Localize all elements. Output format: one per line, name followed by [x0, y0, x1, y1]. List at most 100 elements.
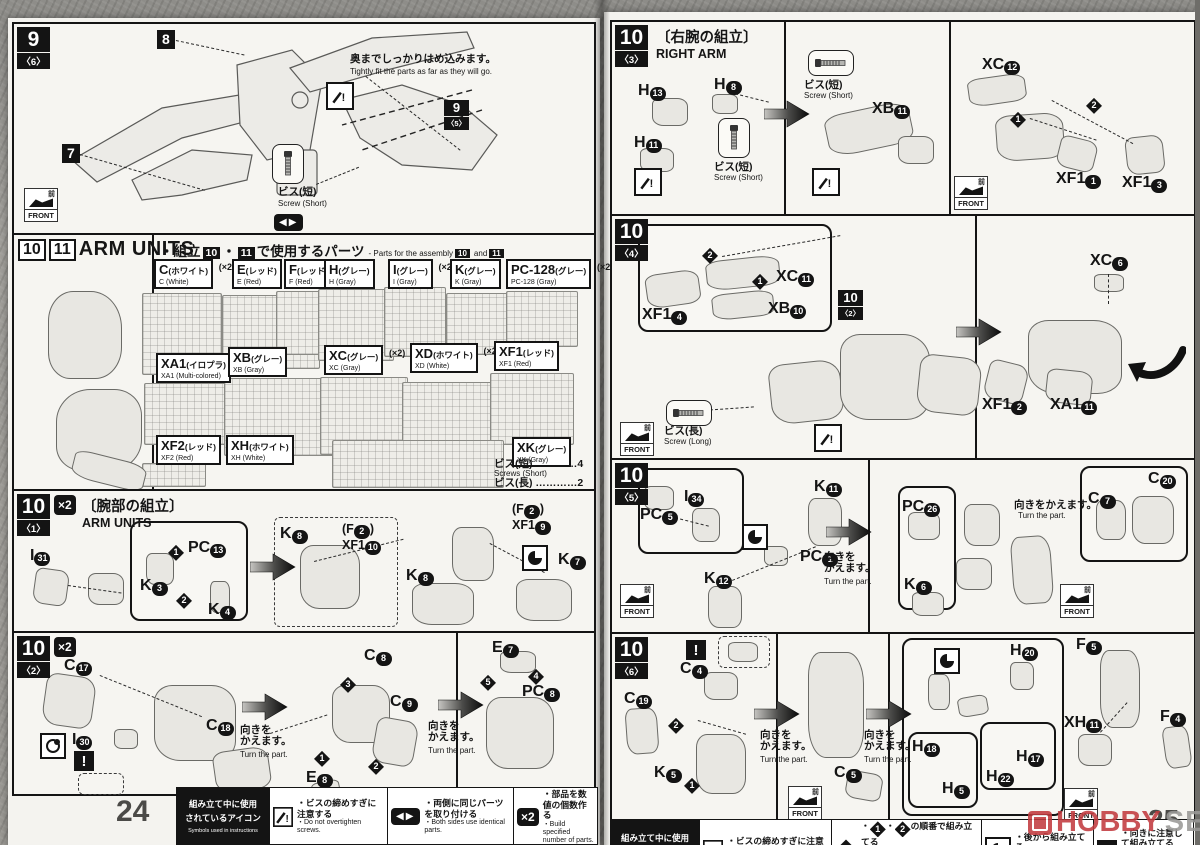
- runner-label-XA1: XA1(イロプラ)XA1 (Multi-colored): [156, 353, 231, 384]
- part-number-circle: 3: [151, 581, 168, 596]
- part-number-circle: 4: [219, 605, 236, 620]
- part-label: Turn the part.: [1018, 511, 1066, 520]
- part-illustration: [1132, 496, 1174, 544]
- part-number-circle: 8: [417, 571, 434, 586]
- inline-step-badge: 10: [202, 247, 221, 259]
- section-divider: [949, 22, 951, 215]
- screw-long-icon: [808, 50, 854, 76]
- screw-long-icon: [666, 400, 712, 426]
- part-label: 向きを かえます。: [240, 724, 292, 748]
- legend-header-jp: されているアイコン: [185, 812, 261, 823]
- part-illustration: [486, 697, 554, 769]
- part-number-circle: 10: [364, 540, 381, 555]
- step-substep: 〈6〉: [615, 663, 648, 680]
- runner-code: F: [289, 262, 297, 277]
- step-substep: 〈5〉: [615, 489, 648, 506]
- part-illustration: [40, 671, 98, 731]
- assembly-number-10: 10: [18, 238, 46, 261]
- step-badge: 10 〈1〉: [17, 494, 50, 537]
- step-number-diamond: 4: [528, 668, 544, 685]
- step-number-diamond: 1: [752, 273, 768, 290]
- part-illustration: [114, 729, 138, 749]
- subtitle-jp: ・: [222, 244, 236, 259]
- legend-text-en: ・Build specified number of parts.: [542, 820, 594, 844]
- part-number-circle: 34: [688, 492, 705, 507]
- part-number-circle: 11: [1081, 400, 1098, 415]
- step-badge: 10 〈6〉: [615, 637, 648, 680]
- part-illustration: [31, 566, 71, 608]
- legend-screw-caution: ! ・ビスの締めすぎに注意する ・Do not overtighten scre…: [269, 788, 387, 845]
- numerical-order-icon: 1: [835, 839, 857, 845]
- runner-color-jp: (レッド): [522, 348, 555, 358]
- part-label: 2: [368, 753, 384, 775]
- part-number-circle: 17: [1027, 752, 1044, 767]
- part-label: 向きを かえます。: [428, 720, 480, 744]
- part-illustration: [300, 545, 360, 609]
- panel-title: 〔右腕の組立〕 RIGHT ARM: [656, 26, 758, 61]
- step-number: 9: [17, 27, 50, 53]
- step-number-diamond: 2: [668, 717, 684, 734]
- part-number-circle: 19: [635, 694, 652, 709]
- screw-caution-icon: !: [326, 82, 354, 110]
- part-number-circle: 5: [665, 768, 682, 783]
- arm-unit-illustration: [48, 291, 122, 379]
- legend-header: 組み立て中に使用 されているアイコン Symbols used in instr…: [177, 788, 269, 845]
- screw-short-icon: [718, 118, 750, 158]
- part-number-circle: 22: [997, 772, 1014, 787]
- runner-color-jp: (グレー): [464, 266, 496, 276]
- screw-caution-icon: !: [812, 168, 840, 196]
- part-number-circle: 4: [671, 310, 688, 325]
- runner-color-jp: (グレー): [535, 444, 567, 454]
- part-label: Turn the part.: [864, 755, 912, 764]
- watermark-hobby-text: HOBBY: [1056, 806, 1161, 838]
- runner-label-XH: XH(ホワイト)XH (White): [226, 435, 294, 466]
- runner-label-XF2: XF2(レッド)XF2 (Red): [156, 435, 222, 466]
- flow-arrow: [437, 689, 484, 726]
- part-label: 向きをかえます。: [1014, 499, 1097, 511]
- part-label: 1: [752, 268, 768, 290]
- multiplier-badge: ×2: [54, 637, 76, 657]
- legend-text-en: ・Both sides use identical parts.: [424, 819, 505, 835]
- hobby-search-watermark: HOBBY SEARCH: [1028, 806, 1200, 839]
- runner-color-jp: (イロプラ): [186, 360, 226, 370]
- watermark-search-text: SEARCH: [1164, 806, 1200, 838]
- legend-build-count: ×2 ・部品を数値の個数作る ・Build specified number o…: [513, 788, 597, 845]
- part-illustration: [704, 672, 738, 700]
- parts-title: ARM UNITS: [78, 238, 195, 260]
- runner-quantity: (×2): [218, 262, 236, 272]
- part-label: 向きを かえます。: [864, 729, 916, 753]
- part-illustration: [1100, 650, 1140, 728]
- part-label: ビス(長) …………2: [494, 477, 584, 489]
- part-number-circle: 12: [1004, 60, 1021, 75]
- multiplier-icon: ×2: [517, 807, 539, 826]
- part-number-circle: 8: [544, 687, 561, 702]
- runner-code: I: [393, 262, 397, 277]
- legend-assemble-later: ・後から組み立てる ・Assemble this part later.: [981, 820, 1093, 845]
- part-number-circle: 7: [569, 555, 586, 570]
- orientation-warning-icon: !: [1097, 840, 1117, 845]
- runner-color-en: F (Red): [289, 278, 313, 286]
- runner-color-en: E (Red): [237, 278, 262, 286]
- runner-code: XA1: [161, 356, 187, 371]
- part-illustration: [808, 652, 864, 758]
- part-label: 奥までしっかりはめ込みます。: [350, 53, 496, 65]
- runner-code: XC: [329, 348, 348, 363]
- part-number-circle: 13: [210, 543, 227, 558]
- part-illustration: [915, 352, 983, 418]
